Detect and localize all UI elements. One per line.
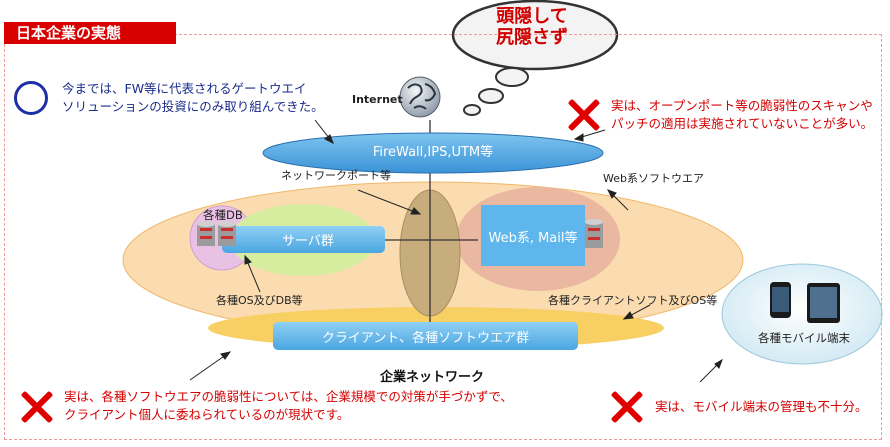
client-bar-label: クライアント、各種ソフトウエア群	[321, 331, 530, 346]
statement-top-right-line-1: 実は、オープンポート等の脆弱性のスキャンや	[611, 98, 873, 113]
statement-good: 今までは、FW等に代表されるゲートウエイ ソリューションの投資にのみ取り組んでき…	[62, 80, 324, 116]
thought-bubble-text: 頭隠して 尻隠さず	[452, 6, 612, 48]
internet-label: Internet	[352, 93, 403, 106]
x-mark-icon	[20, 390, 54, 424]
page-title: 日本企業の実態	[4, 22, 176, 44]
server-group-label: サーバ群	[282, 234, 334, 249]
web-mail-label: Web系, Mail等	[488, 231, 578, 246]
firewall-label: FireWall,IPS,UTM等	[372, 145, 494, 160]
db-cylinders	[197, 221, 236, 246]
globe-icon	[399, 76, 441, 118]
statement-bottom-left-line-1: 実は、各種ソフトウエアの脆弱性については、企業規模での対策が手づかずで、	[64, 389, 513, 404]
statement-bottom-left-line-2: クライアント個人に委ねられているのが現状です。	[64, 407, 350, 422]
statement-bottom-right: 実は、モバイル端末の管理も不十分。	[655, 399, 868, 414]
x-mark-icon	[567, 98, 601, 132]
statement-bottom-left: 実は、各種ソフトウエアの脆弱性については、企業規模での対策が手づかずで、 クライ…	[64, 388, 513, 424]
os-db-label: 各種OS及びDB等	[216, 294, 303, 307]
statement-top-right-line-2: パッチの適用は実施されていないことが多い。	[611, 116, 874, 131]
client-bar	[273, 322, 578, 350]
content-frame	[4, 34, 882, 440]
thought-line-1: 頭隠して	[496, 6, 568, 27]
thought-line-2: 尻隠さず	[496, 27, 568, 48]
server-bar	[222, 226, 385, 253]
phone-icon	[770, 282, 791, 318]
network-port-label: ネットワークポート等	[281, 169, 391, 182]
enterprise-network-label: 企業ネットワーク	[380, 370, 485, 385]
web-box	[481, 205, 585, 266]
x-mark-icon	[610, 390, 644, 424]
firewall-ellipse	[262, 132, 604, 174]
mobile-ellipse	[721, 263, 883, 365]
arrows	[189, 119, 723, 383]
client-software-label: 各種クライアントソフト及びOS等	[548, 294, 718, 307]
db-label: 各種DB	[203, 208, 243, 222]
web-db-cylinder	[585, 219, 603, 248]
thought-cloud	[451, 0, 619, 116]
web-software-label: Web系ソフトウエア	[603, 172, 704, 185]
circle-mark-icon	[14, 81, 48, 115]
statement-top-right: 実は、オープンポート等の脆弱性のスキャンや パッチの適用は実施されていないことが…	[611, 97, 873, 133]
tablet-icon	[807, 283, 840, 323]
mobile-label: 各種モバイル端末	[758, 331, 850, 345]
statement-good-line-2: ソリューションの投資にのみ取り組んできた。	[62, 99, 324, 114]
statement-good-line-1: 今までは、FW等に代表されるゲートウエイ	[62, 81, 307, 96]
